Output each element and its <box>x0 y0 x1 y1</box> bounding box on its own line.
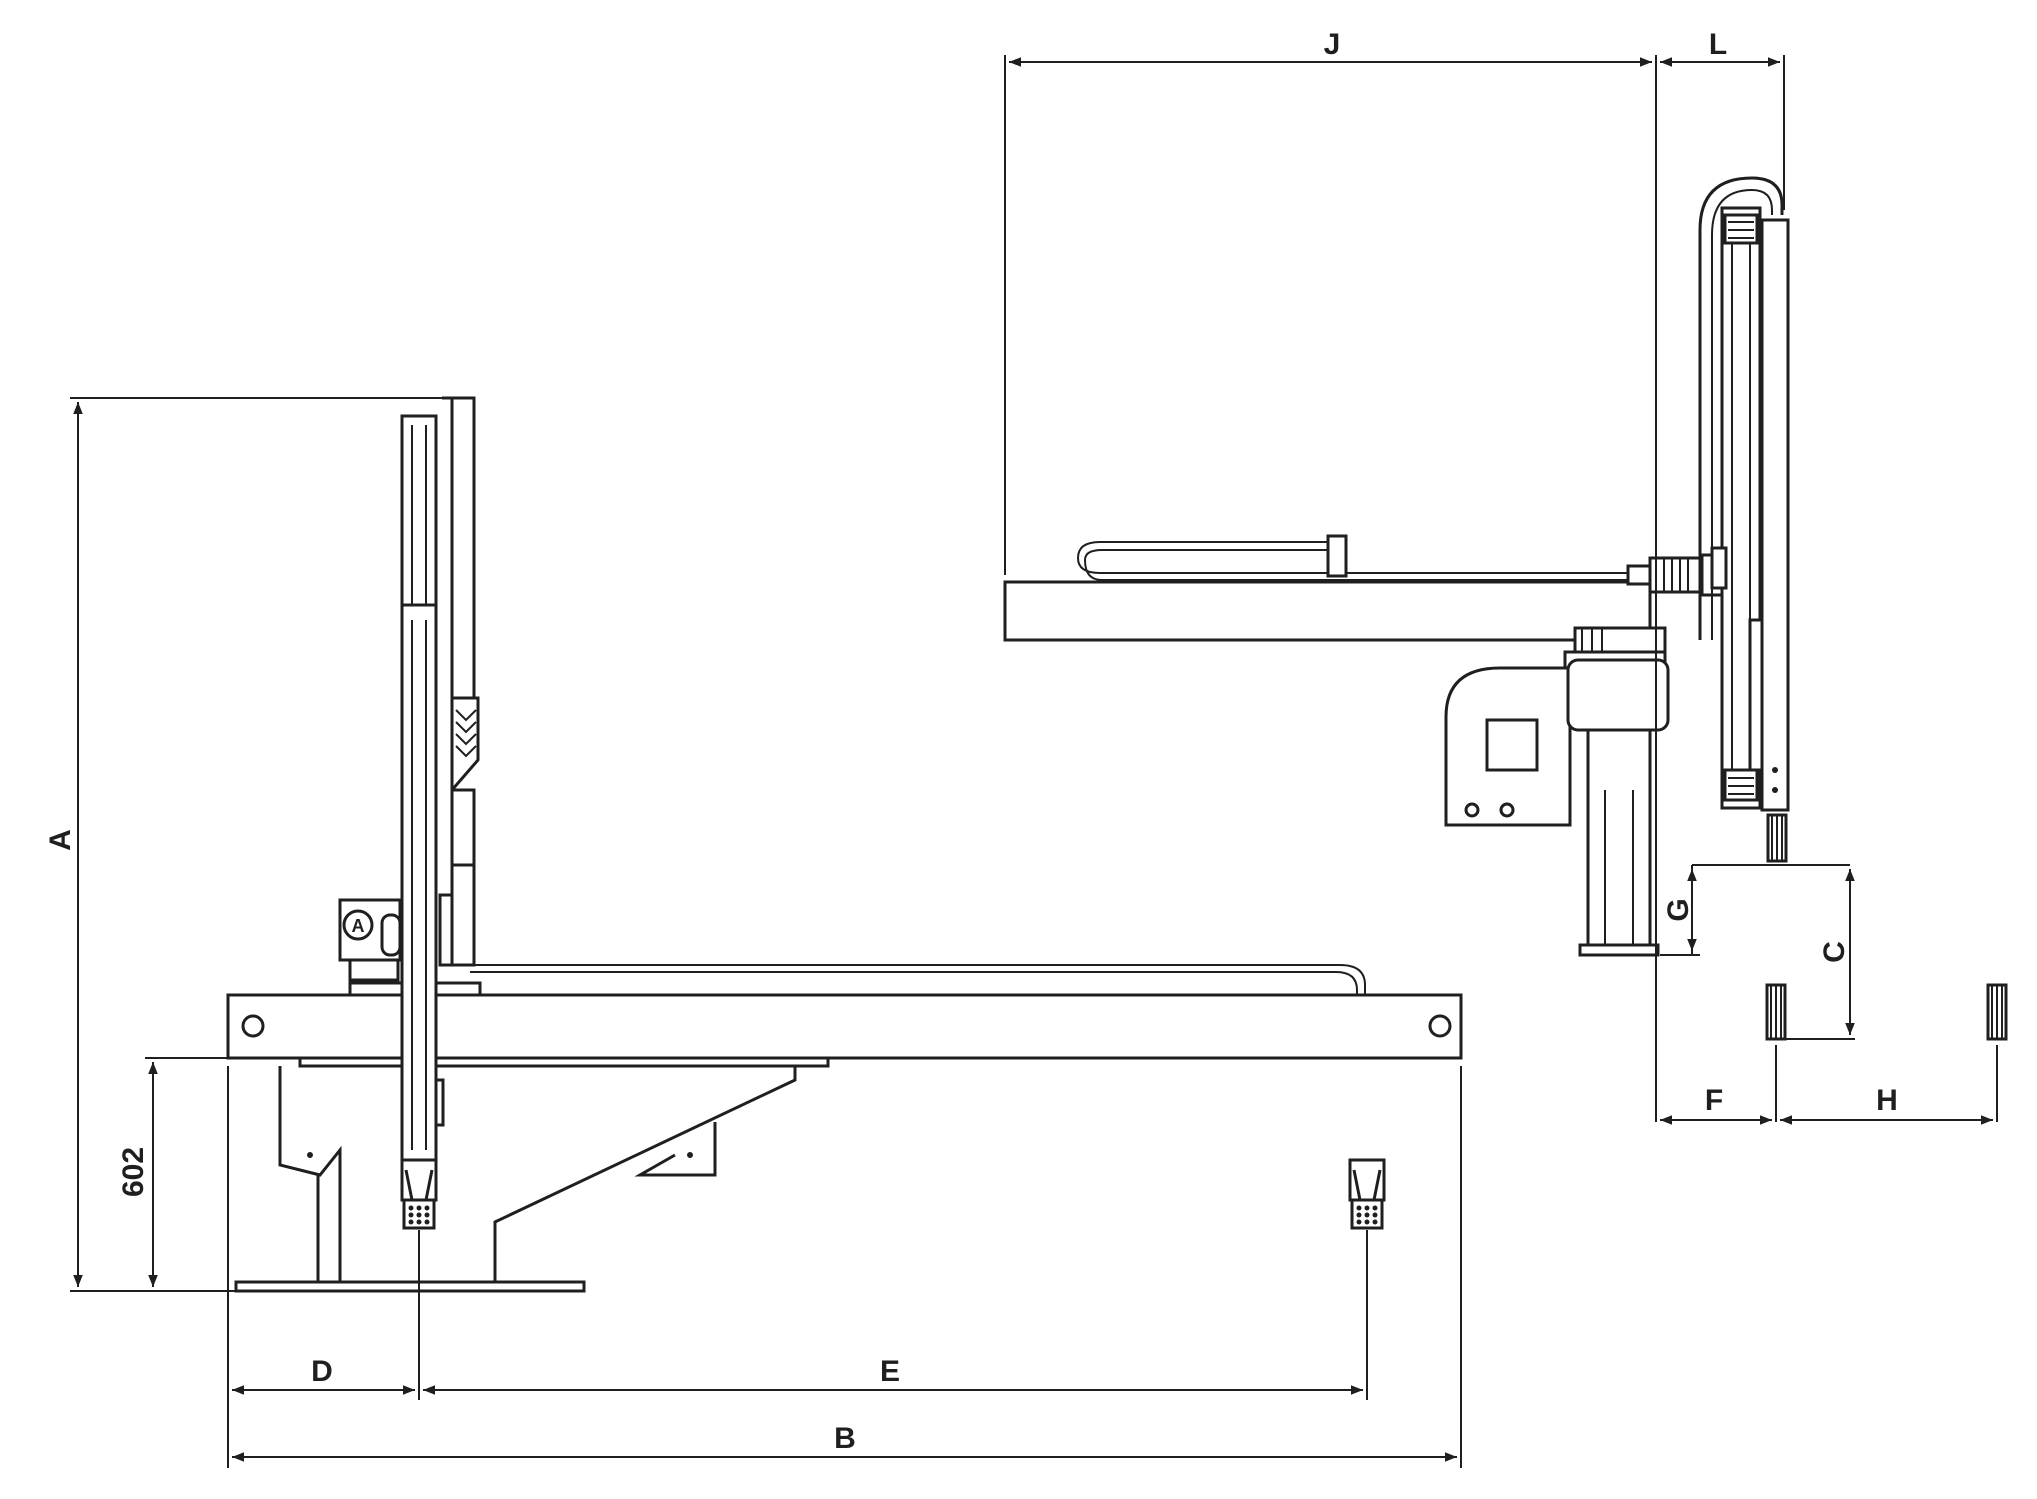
side-view <box>1003 176 2008 1041</box>
chain-column <box>450 396 476 700</box>
dim-f-label: F <box>1705 1084 1723 1117</box>
dim-g-label: G <box>1662 898 1695 921</box>
support-bracket <box>634 1122 717 1177</box>
chain-column-lower <box>450 788 476 867</box>
cylinder-body <box>1566 658 1670 732</box>
dim-h-label: H <box>1876 1084 1898 1117</box>
cable-tube-upper <box>470 964 1366 995</box>
front-view: A <box>226 396 1463 1293</box>
front-dimensions: A 602 D E B <box>44 397 1462 1468</box>
dim-c-label: C <box>1818 941 1851 963</box>
side-guide-rail <box>1760 218 1790 812</box>
vertical-arm-lower <box>400 603 438 1162</box>
dim-l-label: L <box>1709 28 1727 61</box>
base-plate <box>234 1280 586 1293</box>
dim-602-label: 602 <box>117 1147 150 1197</box>
side-cable-tube-inner <box>1083 549 1630 581</box>
chain-chevrons <box>455 709 477 758</box>
gripper-grid-left <box>402 1198 436 1230</box>
cable-tube-lower <box>470 971 1358 995</box>
crossbeam <box>1003 580 1652 642</box>
tube-clamp <box>1326 534 1348 578</box>
vertical-arm-upper <box>400 414 438 618</box>
dim-e-label: E <box>880 1355 900 1388</box>
side-cable-tube-outer <box>1076 541 1630 574</box>
beam-motor-cap <box>1626 564 1652 586</box>
beam-hole-left <box>241 1014 265 1038</box>
arm-slider <box>438 893 454 967</box>
chain-column-base <box>450 863 476 967</box>
rotary-slot <box>380 913 402 957</box>
y-motor <box>1573 626 1667 656</box>
side-dimensions: J L G C F H <box>1004 28 1998 1125</box>
beam-hole-right <box>1428 1014 1452 1038</box>
dim-a-label: A <box>44 829 77 851</box>
arm-side-plate <box>1748 618 1764 772</box>
cylinder-column <box>1586 728 1652 952</box>
arm-clamp <box>434 1078 445 1127</box>
side-cable-loop-inner <box>1711 188 1773 640</box>
dim-d-label: D <box>311 1355 333 1388</box>
arm-clamp-plate <box>1710 546 1728 590</box>
gripper-target-position <box>1348 1158 1386 1230</box>
support-left-leg <box>278 1066 342 1282</box>
controller-window <box>1485 718 1539 772</box>
dim-j-label: J <box>1324 28 1341 61</box>
support-brace <box>493 1066 797 1282</box>
rotary-symbol: A <box>352 916 365 936</box>
rotary-dial <box>342 909 374 941</box>
dim-b-label: B <box>834 1422 856 1455</box>
rotary-mount <box>348 958 400 982</box>
side-cable-loop-outer <box>1698 176 1784 640</box>
cylinder-foot <box>1578 943 1660 957</box>
support-top-plate <box>298 1056 830 1068</box>
beam-motor <box>1648 556 1704 594</box>
